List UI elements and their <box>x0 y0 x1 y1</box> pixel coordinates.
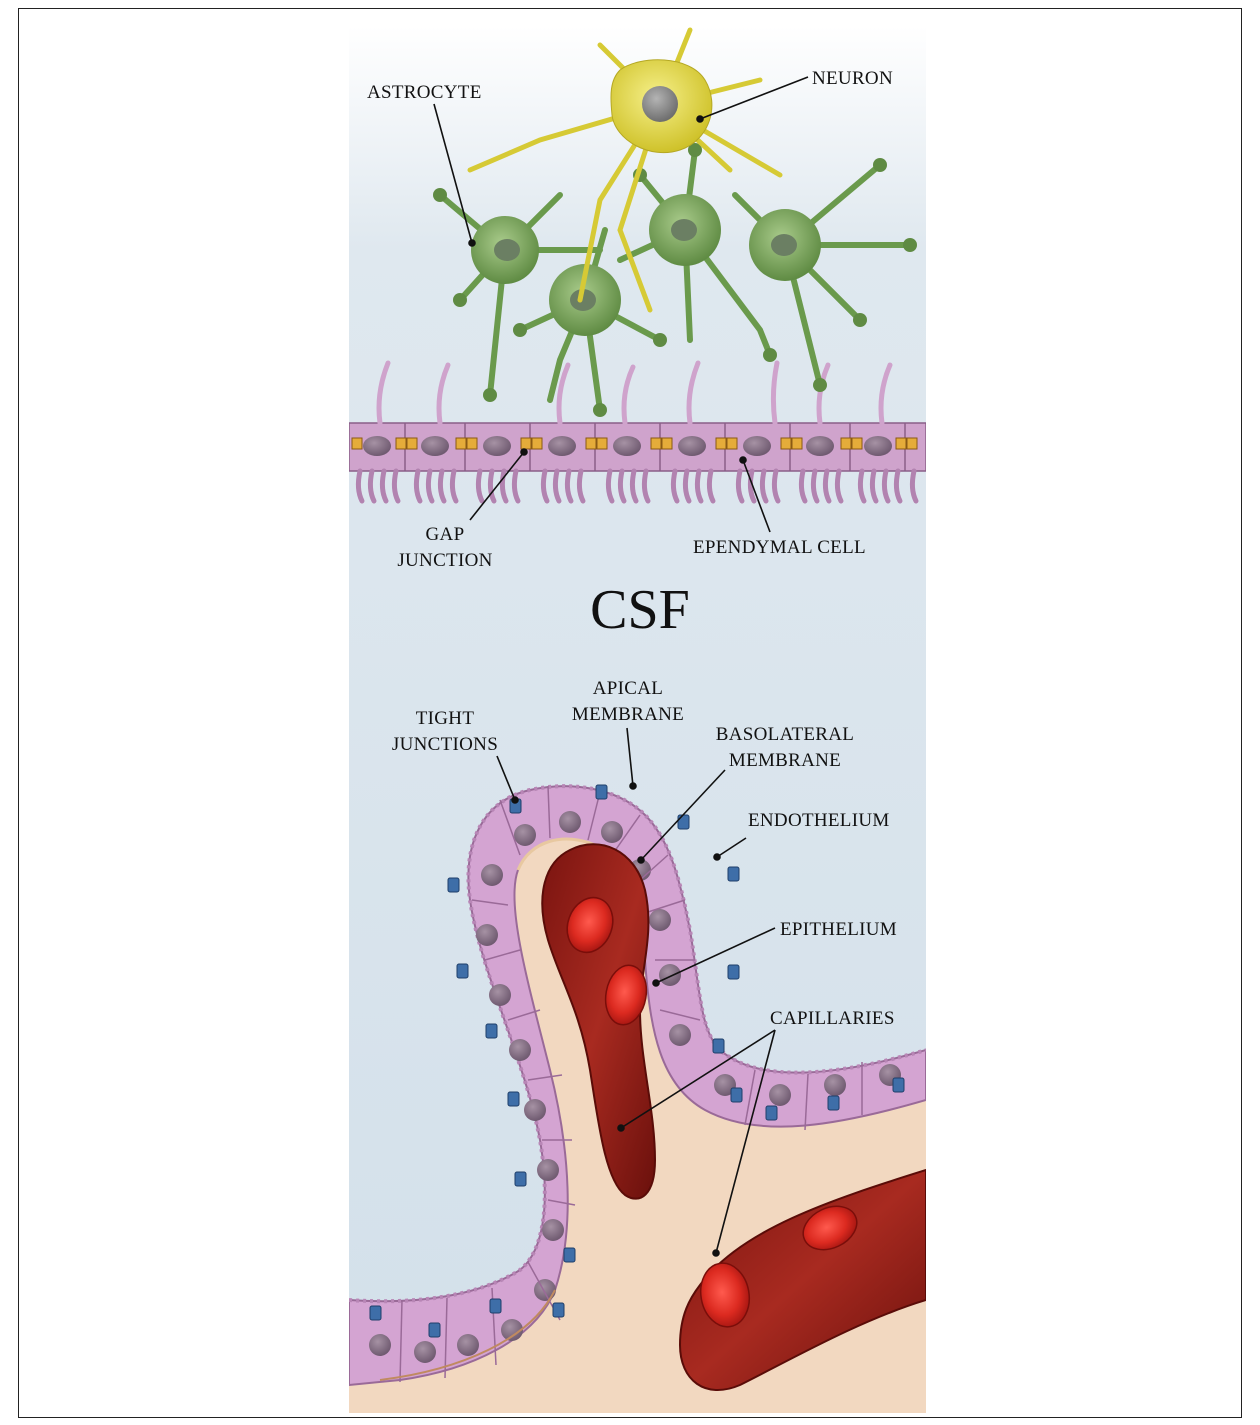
capillaries-label: CAPILLARIES <box>770 1006 895 1032</box>
astrocyte-label: ASTROCYTE <box>367 80 482 106</box>
csf-label: CSF <box>560 578 720 642</box>
gap-junction-label: GAP JUNCTION <box>386 522 504 574</box>
tight-junctions-label: TIGHT JUNCTIONS <box>380 706 510 758</box>
epithelium-label: EPITHELIUM <box>780 917 897 943</box>
basolateral-membrane-label-line-2: MEMBRANE <box>700 748 870 774</box>
basolateral-membrane-label-line-1: BASOLATERAL <box>700 722 870 748</box>
apical-membrane-label-line-1: APICAL <box>548 676 708 702</box>
apical-membrane-label-line-2: MEMBRANE <box>548 702 708 728</box>
gap-junction-label-line-2: JUNCTION <box>386 548 504 574</box>
tight-junctions-label-line-2: JUNCTIONS <box>380 732 510 758</box>
endothelium-label: ENDOTHELIUM <box>748 808 890 834</box>
basolateral-membrane-label: BASOLATERAL MEMBRANE <box>700 722 870 774</box>
ependymal-cell-label: EPENDYMAL CELL <box>693 535 866 561</box>
apical-membrane-label: APICAL MEMBRANE <box>548 676 708 728</box>
gap-junction-label-line-1: GAP <box>386 522 504 548</box>
neuron-label: NEURON <box>812 66 893 92</box>
tight-junctions-label-line-1: TIGHT <box>380 706 510 732</box>
